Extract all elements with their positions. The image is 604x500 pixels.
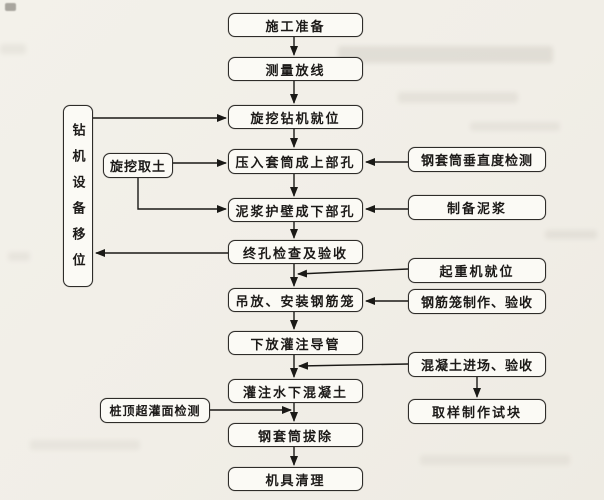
node-sample-test-blocks: 取样制作试块 (408, 399, 546, 424)
node-final-hole-inspection: 终孔检查及验收 (228, 240, 363, 264)
node-concrete-delivery-acceptance: 混凝土进场、验收 (408, 352, 546, 377)
node-lower-tremie-pipe: 下放灌注导管 (228, 331, 363, 355)
node-equipment-cleanup: 机具清理 (228, 467, 363, 491)
scan-speck (5, 3, 16, 11)
node-rebar-cage-fabrication: 钢筋笼制作、验收 (408, 289, 546, 314)
node-crane-in-place: 起重机就位 (408, 258, 546, 283)
print-bleedthrough-artifact (545, 230, 597, 239)
node-rig-equipment-relocation: 钻机设备移位 (63, 105, 93, 287)
print-bleedthrough-artifact (8, 252, 30, 261)
node-casing-removal: 钢套筒拔除 (228, 423, 363, 447)
node-survey-layout: 测量放线 (228, 57, 363, 81)
node-press-casing-upper-hole: 压入套筒成上部孔 (228, 149, 363, 174)
node-mud-preparation: 制备泥浆 (408, 195, 546, 220)
node-construction-preparation: 施工准备 (228, 13, 363, 37)
node-mud-wall-lower-hole: 泥浆护壁成下部孔 (228, 198, 363, 222)
node-pile-top-overpour-check: 桩顶超灌面检测 (100, 398, 210, 423)
print-bleedthrough-artifact (0, 44, 26, 54)
print-bleedthrough-artifact (338, 46, 553, 63)
node-pour-underwater-concrete: 灌注水下混凝土 (228, 379, 363, 403)
node-install-rebar-cage: 吊放、安装钢筋笼 (228, 288, 363, 312)
node-rotary-soil-extraction: 旋挖取土 (103, 153, 173, 178)
node-casing-verticality-check: 钢套筒垂直度检测 (408, 147, 546, 172)
print-bleedthrough-artifact (398, 92, 518, 103)
node-rig-in-place: 旋挖钻机就位 (228, 105, 363, 129)
print-bleedthrough-artifact (30, 440, 140, 450)
print-bleedthrough-artifact (420, 455, 570, 465)
print-bleedthrough-artifact (470, 122, 560, 131)
